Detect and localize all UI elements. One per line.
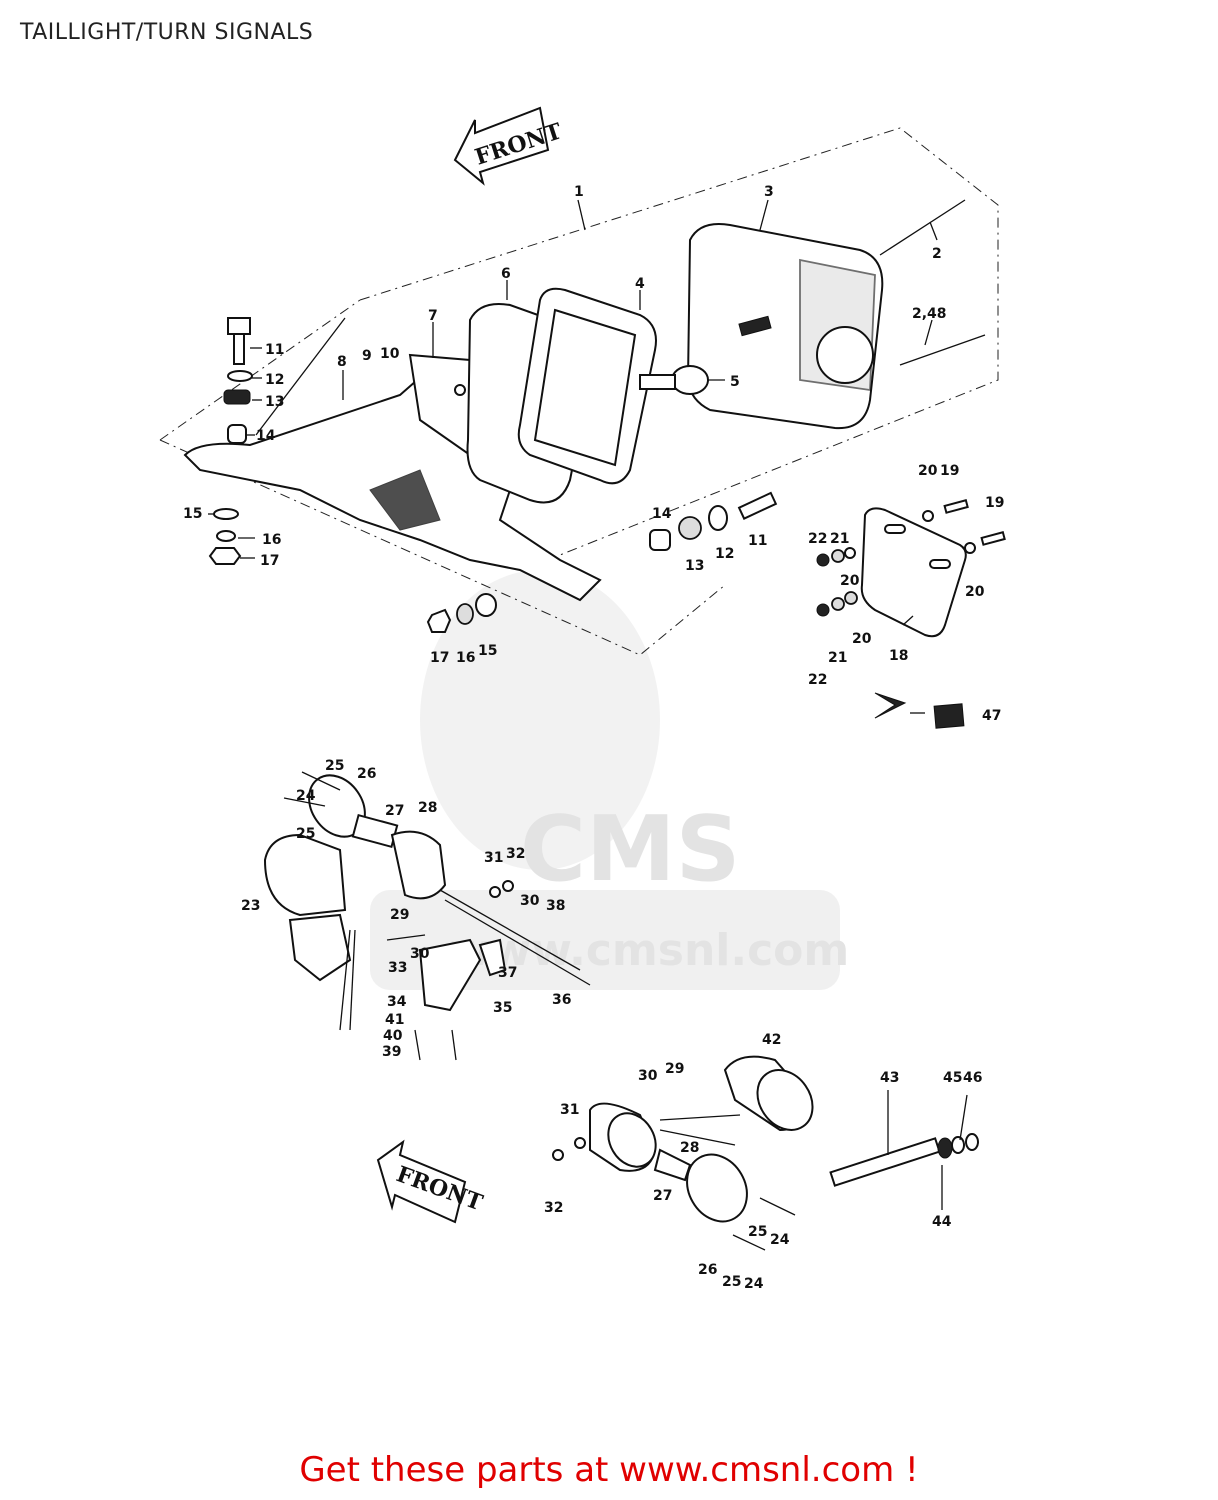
callout-1: 1 <box>574 184 584 200</box>
callout-20b: 20 <box>965 584 985 600</box>
callout-22a: 22 <box>808 531 827 547</box>
callout-25d: 25 <box>722 1274 741 1290</box>
callout-47: 47 <box>982 708 1001 724</box>
front-arrow-bottom: FRONT <box>376 1139 487 1224</box>
right-turn-signal <box>589 1055 814 1223</box>
callout-2-48: 2,48 <box>912 306 947 322</box>
callout-41: 41 <box>385 1012 404 1028</box>
callout-14b: 14 <box>652 506 672 522</box>
callout-12b: 12 <box>715 546 734 562</box>
callout-25c: 25 <box>748 1224 767 1240</box>
callout-16b: 16 <box>456 650 475 666</box>
callout-11b: 11 <box>748 533 767 549</box>
callout-31: 31 <box>484 850 503 866</box>
front-arrow-top: FRONT <box>453 106 566 186</box>
callout-18: 18 <box>889 648 908 664</box>
small-fasteners <box>816 499 1006 617</box>
callout-27: 27 <box>385 803 404 819</box>
license-bracket <box>860 507 967 638</box>
callout-20a: 20 <box>918 463 938 479</box>
callout-labels: 1 2 3 2,48 4 5 6 7 8 9 10 11 12 13 14 15… <box>183 184 1004 1292</box>
callout-11: 11 <box>265 342 284 358</box>
callout-19a: 19 <box>940 463 959 479</box>
callout-30b: 30 <box>410 946 430 962</box>
bulb <box>639 365 709 395</box>
watermark-logo: CMS <box>520 797 740 902</box>
screw-2-48 <box>899 334 986 366</box>
callout-27b: 27 <box>653 1188 672 1204</box>
callout-45: 45 <box>943 1070 962 1086</box>
nut-17 <box>426 608 452 633</box>
callout-28b: 28 <box>680 1140 699 1156</box>
callout-22b: 22 <box>808 672 827 688</box>
cms-watermark: CMS www.cmsnl.com <box>370 570 849 990</box>
footer-promo-link[interactable]: Get these parts at www.cmsnl.com ! <box>299 1450 919 1490</box>
callout-25b: 25 <box>296 826 315 842</box>
callout-7: 7 <box>428 308 438 324</box>
callout-35: 35 <box>493 1000 512 1016</box>
bolt-stack-left <box>208 317 253 565</box>
page-title: TAILLIGHT/TURN SIGNALS <box>20 20 314 45</box>
callout-12: 12 <box>265 372 284 388</box>
callout-10: 10 <box>380 346 400 362</box>
callout-14: 14 <box>256 428 276 444</box>
left-turn-signal <box>263 774 447 1031</box>
callout-26b: 26 <box>698 1262 717 1278</box>
callout-8: 8 <box>337 354 347 370</box>
signal-stud <box>829 1133 979 1187</box>
callout-30c: 30 <box>638 1068 658 1084</box>
callout-13b: 13 <box>685 558 704 574</box>
callout-13: 13 <box>265 394 284 410</box>
callout-32b: 32 <box>544 1200 563 1216</box>
callout-34: 34 <box>387 994 407 1010</box>
callout-4: 4 <box>635 276 645 292</box>
signal-screws <box>283 771 796 1251</box>
callout-33: 33 <box>388 960 407 976</box>
callout-46: 46 <box>963 1070 982 1086</box>
screw-2 <box>879 199 966 256</box>
left-signal-bracket <box>418 889 591 1012</box>
callout-24: 24 <box>296 788 316 804</box>
callout-20c: 20 <box>840 573 860 589</box>
callout-44: 44 <box>932 1214 952 1230</box>
callout-28: 28 <box>418 800 437 816</box>
reflector-47 <box>874 692 965 729</box>
callout-2: 2 <box>932 246 942 262</box>
callout-30: 30 <box>520 893 540 909</box>
callout-29: 29 <box>390 907 409 923</box>
callout-6: 6 <box>501 266 511 282</box>
callout-15: 15 <box>183 506 202 522</box>
callout-43: 43 <box>880 1070 899 1086</box>
callout-29b: 29 <box>665 1061 684 1077</box>
callout-16: 16 <box>262 532 281 548</box>
leader-lines <box>208 199 968 1210</box>
callout-38: 38 <box>546 898 565 914</box>
callout-36: 36 <box>552 992 571 1008</box>
callout-21b: 21 <box>828 650 847 666</box>
callout-39: 39 <box>382 1044 401 1060</box>
callout-23: 23 <box>241 898 260 914</box>
assembly-outline <box>159 127 999 656</box>
callout-5: 5 <box>730 374 740 390</box>
callout-20d: 20 <box>852 631 872 647</box>
callout-17: 17 <box>260 553 279 569</box>
callout-24c: 24 <box>744 1276 764 1292</box>
callout-24b: 24 <box>770 1232 790 1248</box>
callout-25: 25 <box>325 758 344 774</box>
callout-21a: 21 <box>830 531 849 547</box>
callout-32: 32 <box>506 846 525 862</box>
exploded-parts-diagram: CMS www.cmsnl.com FRONT FRONT <box>159 106 1006 1292</box>
callout-40: 40 <box>383 1028 403 1044</box>
callout-42: 42 <box>762 1032 781 1048</box>
callout-26: 26 <box>357 766 376 782</box>
callout-17b: 17 <box>430 650 449 666</box>
callout-19b: 19 <box>985 495 1004 511</box>
bolt-stack-right <box>649 491 778 551</box>
callout-9: 9 <box>362 348 372 364</box>
callout-37: 37 <box>498 965 517 981</box>
callout-15b: 15 <box>478 643 497 659</box>
callout-3: 3 <box>764 184 774 200</box>
callout-31b: 31 <box>560 1102 579 1118</box>
